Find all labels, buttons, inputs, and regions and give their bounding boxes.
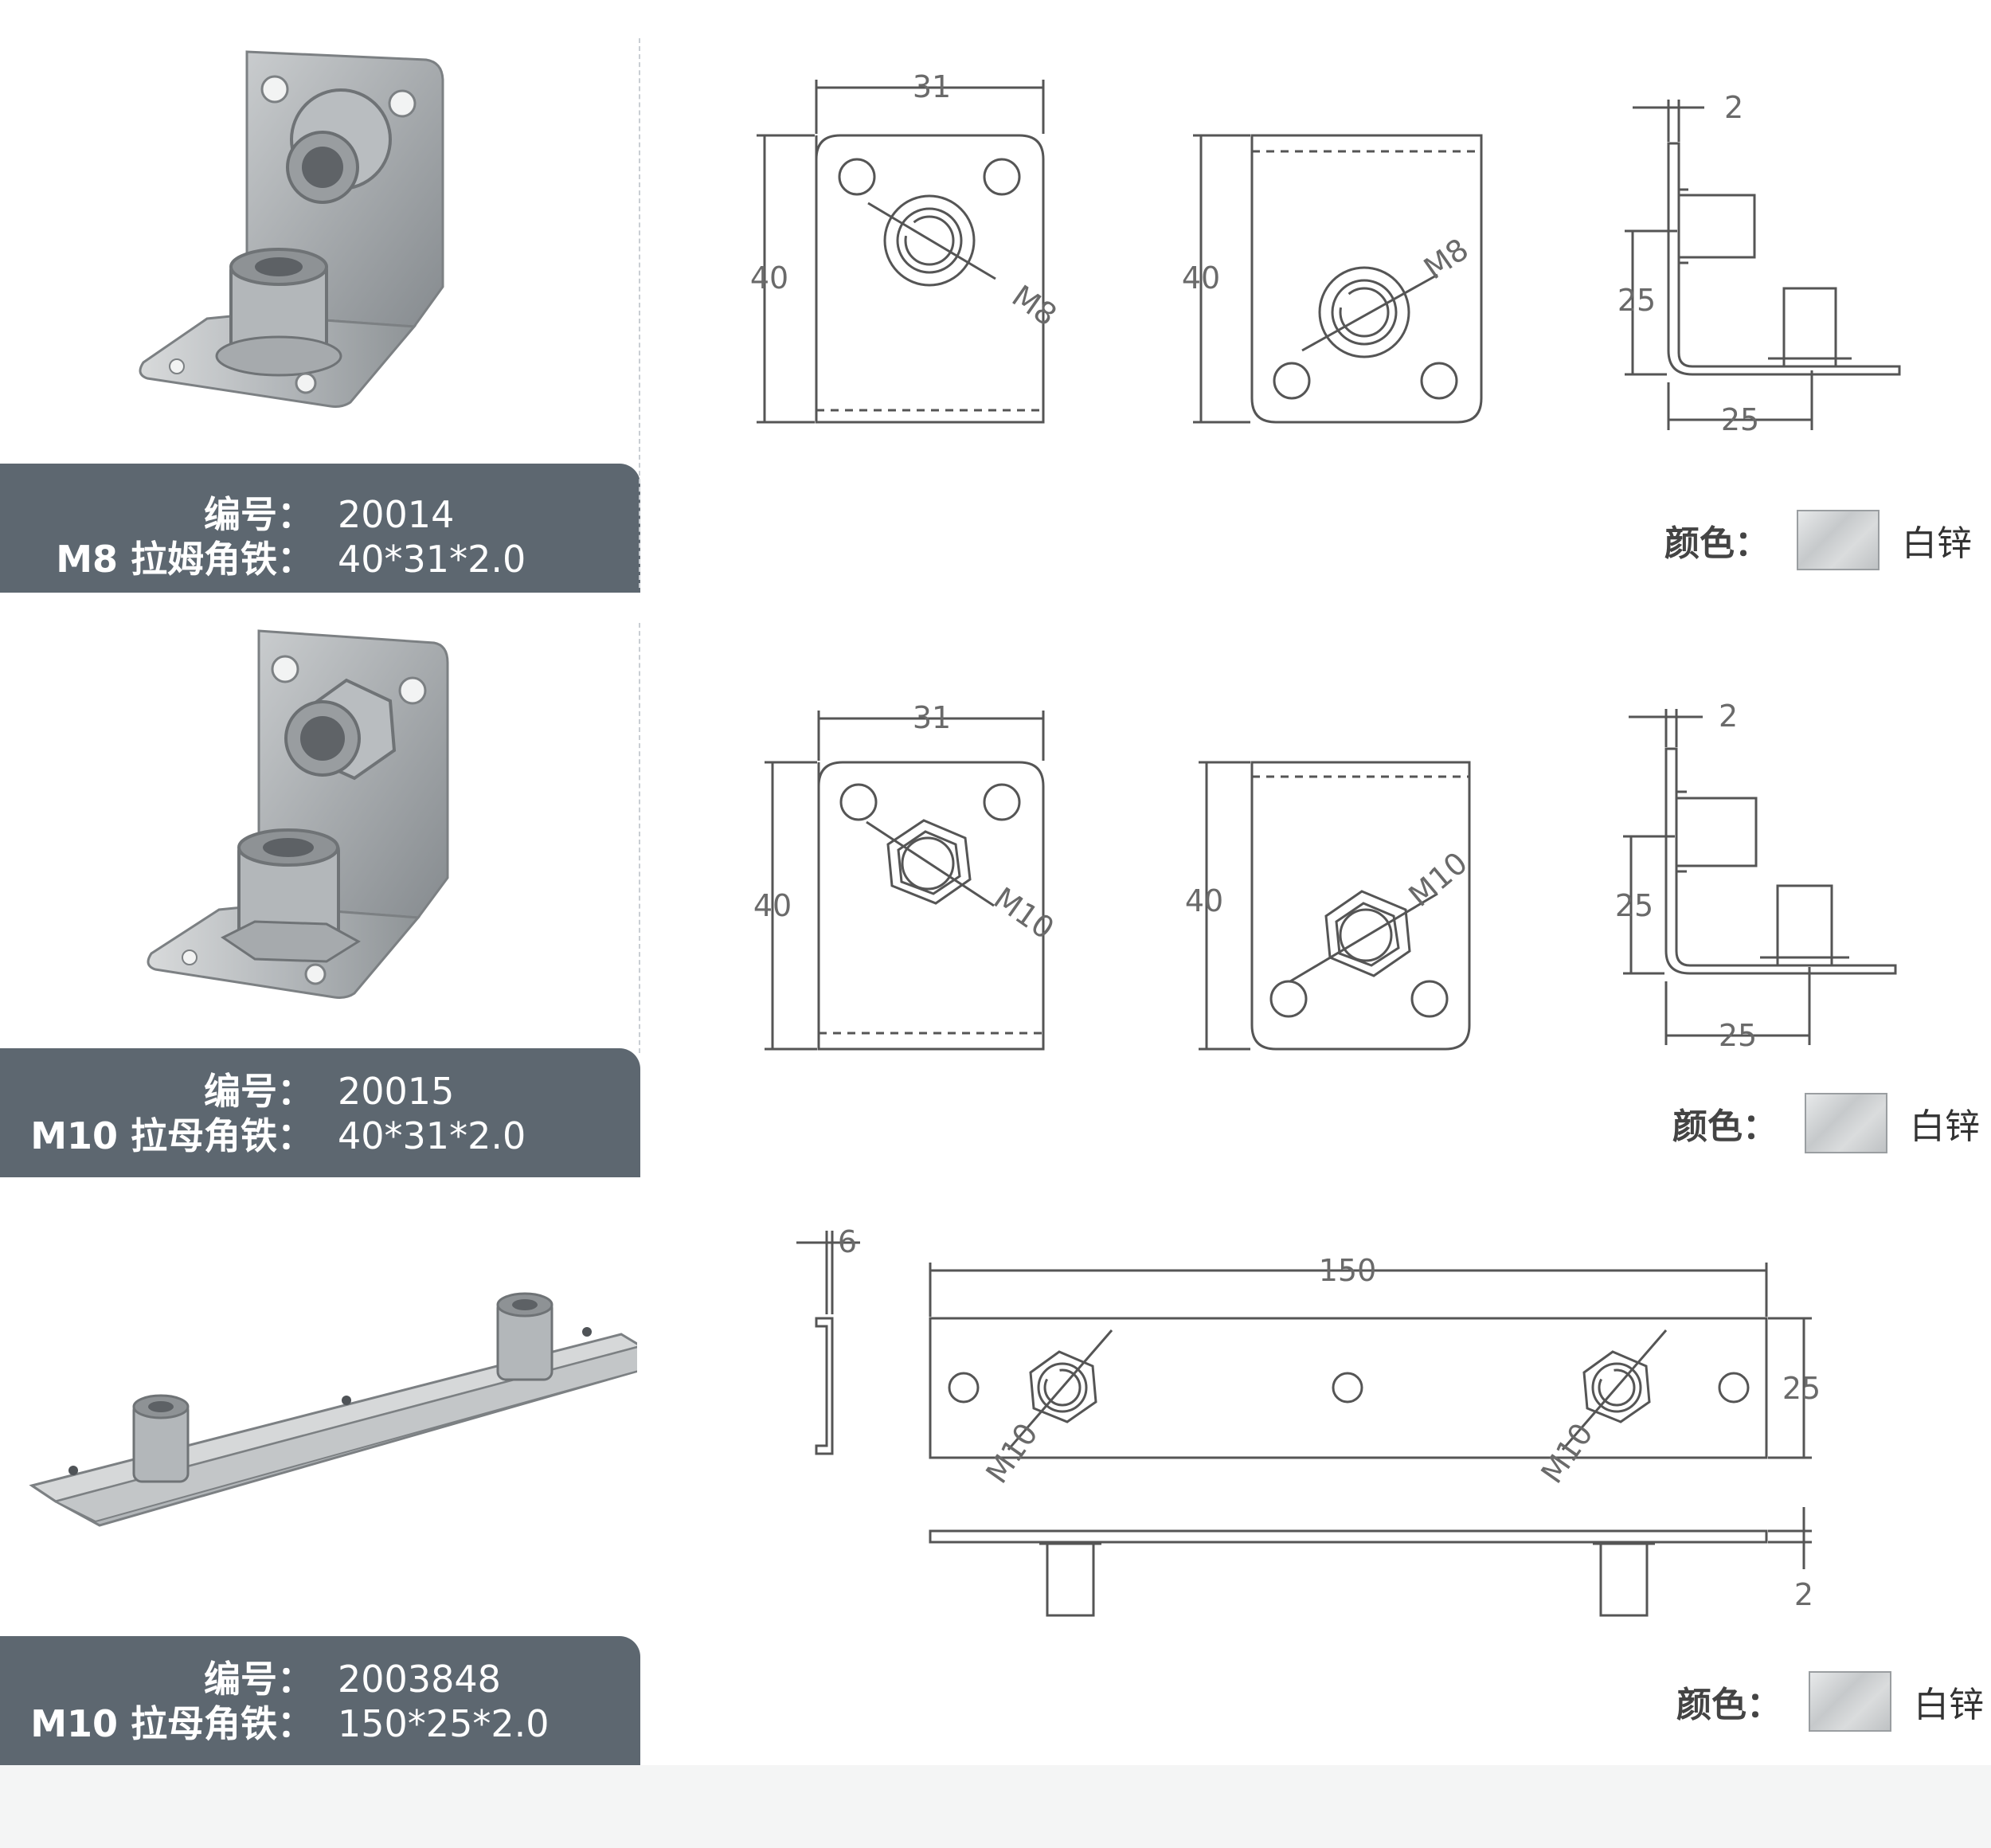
dim-height: 40 [753,888,792,923]
dim-thread-left: M10 [979,1416,1045,1490]
dim-thread-rear: M10 [1402,845,1474,914]
dim-thread-rear: M8 [1418,232,1475,287]
color-value: 白锌 [1902,523,1972,564]
zinc-swatch [1809,1671,1891,1732]
product-name: M8 拉姆角铁： [56,538,314,581]
angle-bracket-m10-photo [147,629,449,999]
color-label: 颜色： [1664,523,1770,564]
dim-width: 31 [913,700,951,735]
column-divider [639,38,640,588]
color-spec-3: 颜色： 白锌 [1676,1671,1984,1732]
color-spec-2: 颜色： 白锌 [1672,1093,1980,1153]
product-code: 20014 [338,493,455,536]
product-label-1: 编号： 20014 M8 拉姆角铁： 40*31*2.0 [0,464,640,593]
technical-drawing-2: 31 40 M10 40 M10 2 25 25 [753,699,1897,1053]
product-name: M10 拉母角铁： [30,1702,314,1745]
dim-thickness: 2 [1719,699,1738,734]
dim-height-rear: 40 [1182,260,1220,296]
product-size: 150*25*2.0 [338,1702,550,1745]
product-label-2: 编号： 20015 M10 拉母角铁： 40*31*2.0 [0,1048,640,1177]
dim-length: 150 [1319,1253,1377,1288]
column-divider [639,623,640,1053]
product-row-1: 编号： 20014 M8 拉姆角铁： 40*31*2.0 [0,0,1991,593]
dim-thickness: 2 [1794,1577,1813,1612]
dim-leg-width: 25 [1721,402,1759,437]
color-spec-1: 颜色： 白锌 [1664,510,1972,570]
dim-leg-width: 25 [1719,1018,1757,1053]
dim-height-rear: 40 [1185,883,1223,918]
dim-width: 25 [1782,1371,1821,1406]
product-row-3: 编号： 2003848 M10 拉母角铁： 150*25*2.0 [0,1211,1991,1765]
technical-drawing-1: 31 40 M8 40 M8 2 25 25 [750,69,1901,437]
product-size: 40*31*2.0 [338,538,526,581]
dim-leg-height: 25 [1617,283,1656,318]
code-label: 编号： [204,1070,314,1113]
code-label: 编号： [204,1658,314,1701]
zinc-swatch [1797,510,1880,570]
dim-width: 31 [913,69,951,104]
dim-thread: M8 [1006,278,1063,333]
dim-flange: 6 [838,1224,857,1259]
product-row-2: 编号： 20015 M10 拉母角铁： 40*31*2.0 [0,623,1991,1180]
color-label: 颜色： [1672,1106,1778,1147]
angle-bracket-m8-photo [139,50,444,408]
color-value: 白锌 [1914,1685,1984,1725]
technical-drawing-3: 6 150 25 M10 M10 2 [796,1224,1821,1617]
color-value: 白锌 [1910,1106,1980,1147]
zinc-swatch [1805,1093,1887,1153]
product-code: 2003848 [338,1658,501,1701]
nut-plate-photo [29,1292,637,1527]
dim-height: 40 [750,260,788,296]
product-code: 20015 [338,1070,455,1113]
product-label-3: 编号： 2003848 M10 拉母角铁： 150*25*2.0 [0,1636,640,1765]
dim-thread: M10 [988,880,1061,946]
product-size: 40*31*2.0 [338,1114,526,1157]
code-label: 编号： [204,493,314,536]
color-label: 颜色： [1676,1685,1782,1725]
dim-thickness: 2 [1724,90,1743,125]
dim-leg-height: 25 [1615,888,1653,923]
product-name: M10 拉母角铁： [30,1114,314,1157]
page-footer [0,1765,1991,1848]
dim-thread-right: M10 [1534,1416,1600,1490]
